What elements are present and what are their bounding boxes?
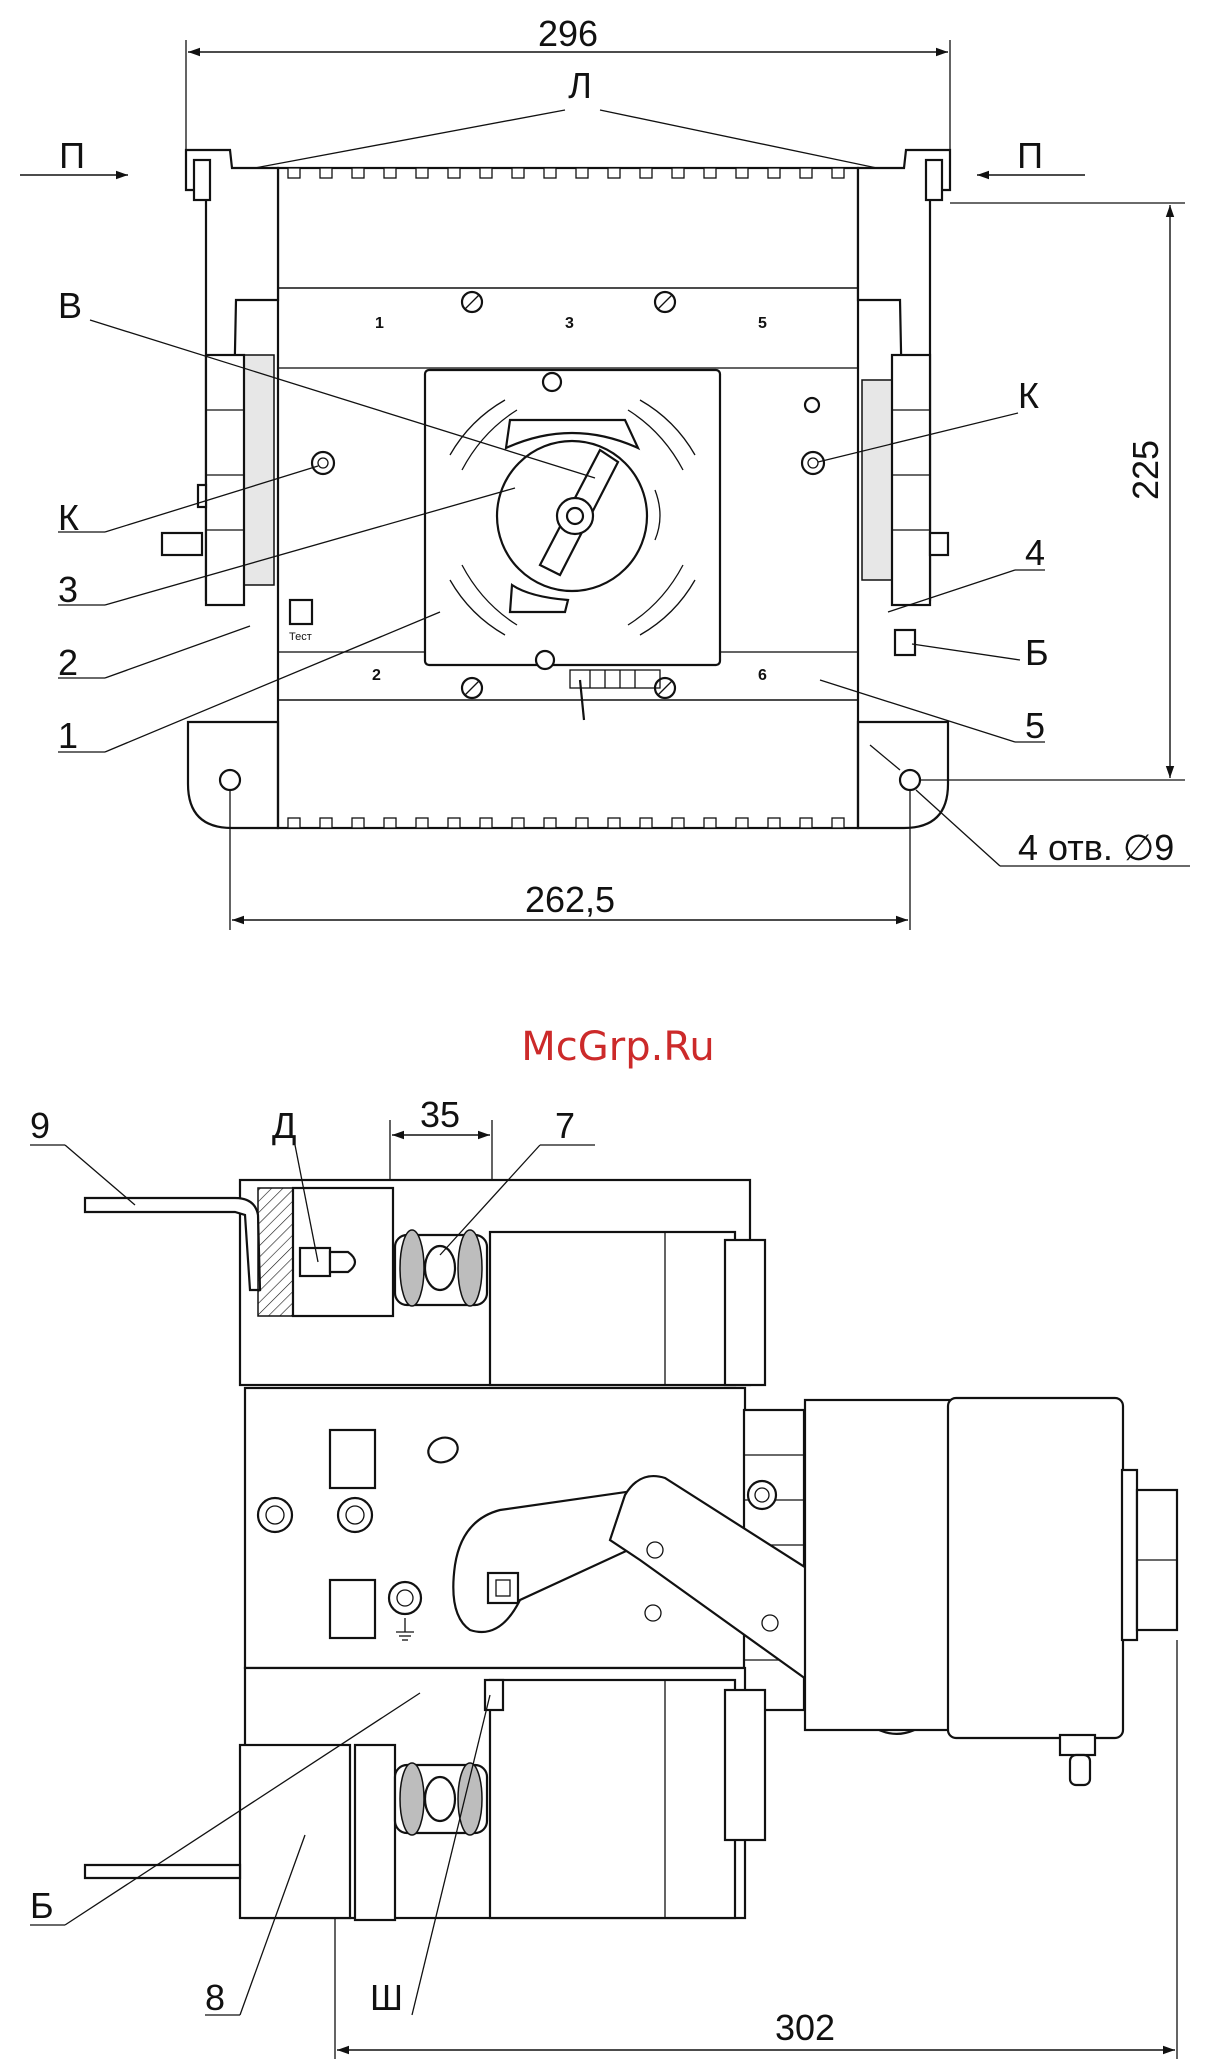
indicator-k-right — [802, 452, 824, 474]
callout-L-text: Л — [568, 65, 592, 106]
holes-text: 4 отв. ∅9 — [1018, 827, 1174, 868]
lower-coil — [395, 1763, 487, 1835]
watermark: McGrp.Ru — [521, 1024, 714, 1070]
callout-1-text: 1 — [58, 715, 78, 756]
callout-Sh-text: Ш — [370, 1977, 403, 2018]
upper-coil — [395, 1230, 487, 1306]
terminal-5: 5 — [758, 315, 767, 332]
callout-K-right-text: К — [1018, 375, 1039, 416]
callout-9-text: 9 — [30, 1105, 50, 1146]
crank-square-nut — [488, 1573, 518, 1603]
callout-P-left: П — [20, 135, 128, 176]
terminal-6: 6 — [758, 667, 767, 684]
mount-hole-left — [220, 770, 240, 790]
terminal-1: 1 — [375, 315, 384, 332]
bolt-D — [300, 1248, 330, 1276]
test-button — [290, 600, 312, 624]
callout-5-text: 5 — [1025, 705, 1045, 746]
dim-225-text: 225 — [1125, 440, 1166, 500]
mount-hole-right — [900, 770, 920, 790]
mounting-base — [188, 722, 278, 828]
plate-screw-bottom — [536, 651, 554, 669]
callout-D-text: Д — [272, 1105, 296, 1146]
callout-P-right: П — [977, 135, 1085, 176]
top-view: 296 Л П П — [20, 13, 1190, 930]
right-handle-assembly — [858, 150, 950, 605]
callout-L: Л — [212, 65, 915, 176]
plate-screw-top — [543, 373, 561, 391]
callout-3-text: 3 — [58, 569, 78, 610]
side-view: 35 — [30, 1094, 1177, 2059]
dim-296-text: 296 — [538, 13, 598, 54]
motor-drive — [805, 1398, 1177, 1785]
callout-P-left-text: П — [59, 135, 85, 176]
tab-B — [895, 630, 915, 655]
callout-holes: 4 отв. ∅9 — [870, 745, 1190, 868]
bus-bar-9 — [85, 1198, 260, 1290]
callout-8-text: 8 — [205, 1977, 225, 2018]
dimension-35: 35 — [390, 1094, 492, 1185]
callout-B-side-text: Б — [30, 1885, 54, 1926]
callout-7-text: 7 — [555, 1105, 575, 1146]
indicator-k-left — [312, 452, 334, 474]
dim-302-text: 302 — [775, 2007, 835, 2048]
test-label: Тест — [289, 631, 312, 643]
dim-262-5-text: 262,5 — [525, 879, 615, 920]
terminal-3: 3 — [565, 315, 574, 332]
dim-35-text: 35 — [420, 1094, 460, 1135]
callout-V-text: В — [58, 285, 82, 326]
terminal-2: 2 — [372, 667, 381, 684]
callout-P-right-text: П — [1017, 135, 1043, 176]
callout-2-text: 2 — [58, 642, 78, 683]
callout-B-text: Б — [1025, 632, 1049, 673]
callout-4-text: 4 — [1025, 532, 1045, 573]
dimension-225: 225 — [920, 203, 1185, 780]
left-handle-assembly — [162, 150, 278, 605]
